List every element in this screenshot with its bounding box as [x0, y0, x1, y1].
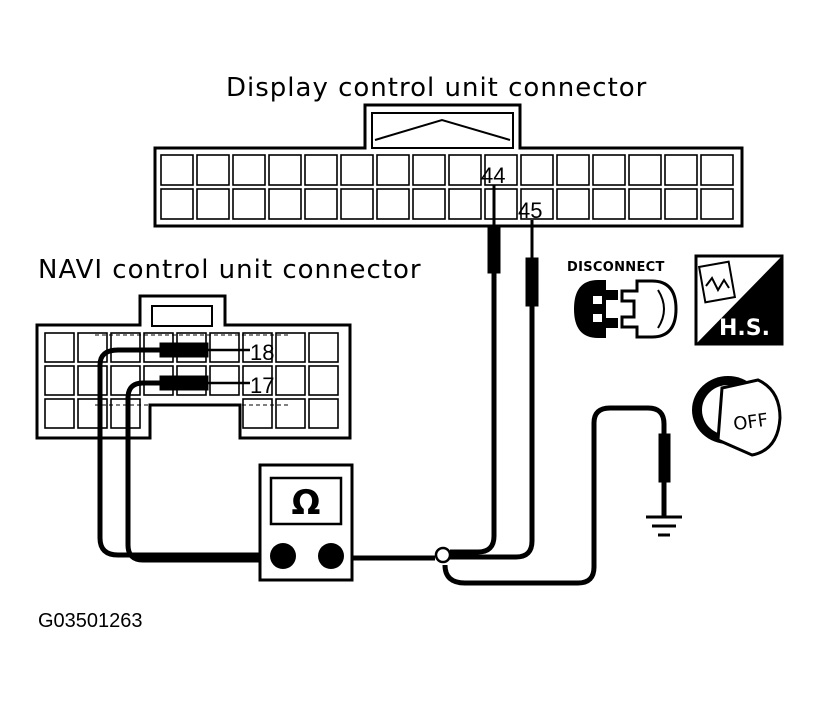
meter-terminal-right: [318, 543, 344, 569]
wire-junction: [434, 546, 452, 564]
connector-cell: [520, 154, 554, 186]
connector-cell: [376, 188, 410, 220]
pin-label-45: 45: [518, 198, 542, 223]
connector-cell: [520, 188, 554, 220]
connector-cell: [664, 154, 698, 186]
connector-cell: [275, 365, 306, 396]
display-connector-label: Display control unit connector: [226, 73, 647, 103]
connector-cell: [196, 188, 230, 220]
connector-cell: [209, 365, 240, 396]
connector-cell: [232, 154, 266, 186]
connector-cell: [275, 332, 306, 363]
meter-terminal-left: [270, 543, 296, 569]
connector-cell: [44, 398, 75, 429]
connector-cell: [209, 332, 240, 363]
connector-cell: [412, 154, 446, 186]
connector-cell: [77, 398, 108, 429]
navi-connector: [35, 294, 352, 440]
navi-probes: [159, 342, 250, 391]
connector-cell: [110, 365, 141, 396]
connector-cell: [340, 188, 374, 220]
connector-cell: [44, 365, 75, 396]
connector-cell: [160, 188, 194, 220]
connector-cell: [242, 398, 273, 429]
connector-cell: [664, 188, 698, 220]
connector-cell: [340, 154, 374, 186]
connector-cell: [196, 154, 230, 186]
connector-cell: [376, 154, 410, 186]
connector-cell: [556, 188, 590, 220]
svg-text:H.S.: H.S.: [719, 316, 770, 341]
ohm-symbol-icon: Ω: [292, 483, 321, 523]
connector-cell: [412, 188, 446, 220]
display-probes: [487, 185, 539, 307]
connector-cell: [556, 154, 590, 186]
ground-icon: [646, 433, 682, 537]
connector-cell: [700, 154, 734, 186]
svg-text:OFF: OFF: [732, 410, 769, 436]
pin-label-44: 44: [481, 163, 505, 188]
connector-cell: [160, 154, 194, 186]
hs-icon: H.S.: [694, 254, 784, 346]
connector-cell: [77, 332, 108, 363]
connector-cell: [242, 332, 273, 363]
ohmmeter: Ω: [258, 463, 354, 582]
connector-cell: [77, 365, 108, 396]
display-connector: [153, 103, 744, 228]
figure-id: G03501263: [38, 610, 143, 632]
svg-text:DISCONNECT: DISCONNECT: [567, 260, 665, 275]
connector-cell: [308, 398, 339, 429]
navi-connector-label: NAVI control unit connector: [38, 255, 422, 285]
connector-cell: [628, 188, 662, 220]
pin-label-17: 17: [250, 373, 274, 398]
connector-cell: [304, 154, 338, 186]
connector-cell: [448, 188, 482, 220]
pin-label-18: 18: [250, 340, 274, 365]
ignition-off-icon: OFF: [692, 376, 782, 457]
connector-cell: [44, 332, 75, 363]
connector-cell: [268, 154, 302, 186]
connector-cell: [232, 188, 266, 220]
connector-cell: [484, 188, 518, 220]
connector-cell: [628, 154, 662, 186]
connector-cell: [304, 188, 338, 220]
connector-cell: [268, 188, 302, 220]
connector-cell: [308, 365, 339, 396]
connector-cell: [448, 154, 482, 186]
connector-cell: [592, 154, 626, 186]
disconnect-icon: DISCONNECT: [567, 260, 678, 339]
connector-cell: [700, 188, 734, 220]
connector-cell: [242, 365, 273, 396]
connector-cell: [484, 154, 518, 186]
connector-cell: [308, 332, 339, 363]
connector-cell: [275, 398, 306, 429]
connector-cell: [592, 188, 626, 220]
